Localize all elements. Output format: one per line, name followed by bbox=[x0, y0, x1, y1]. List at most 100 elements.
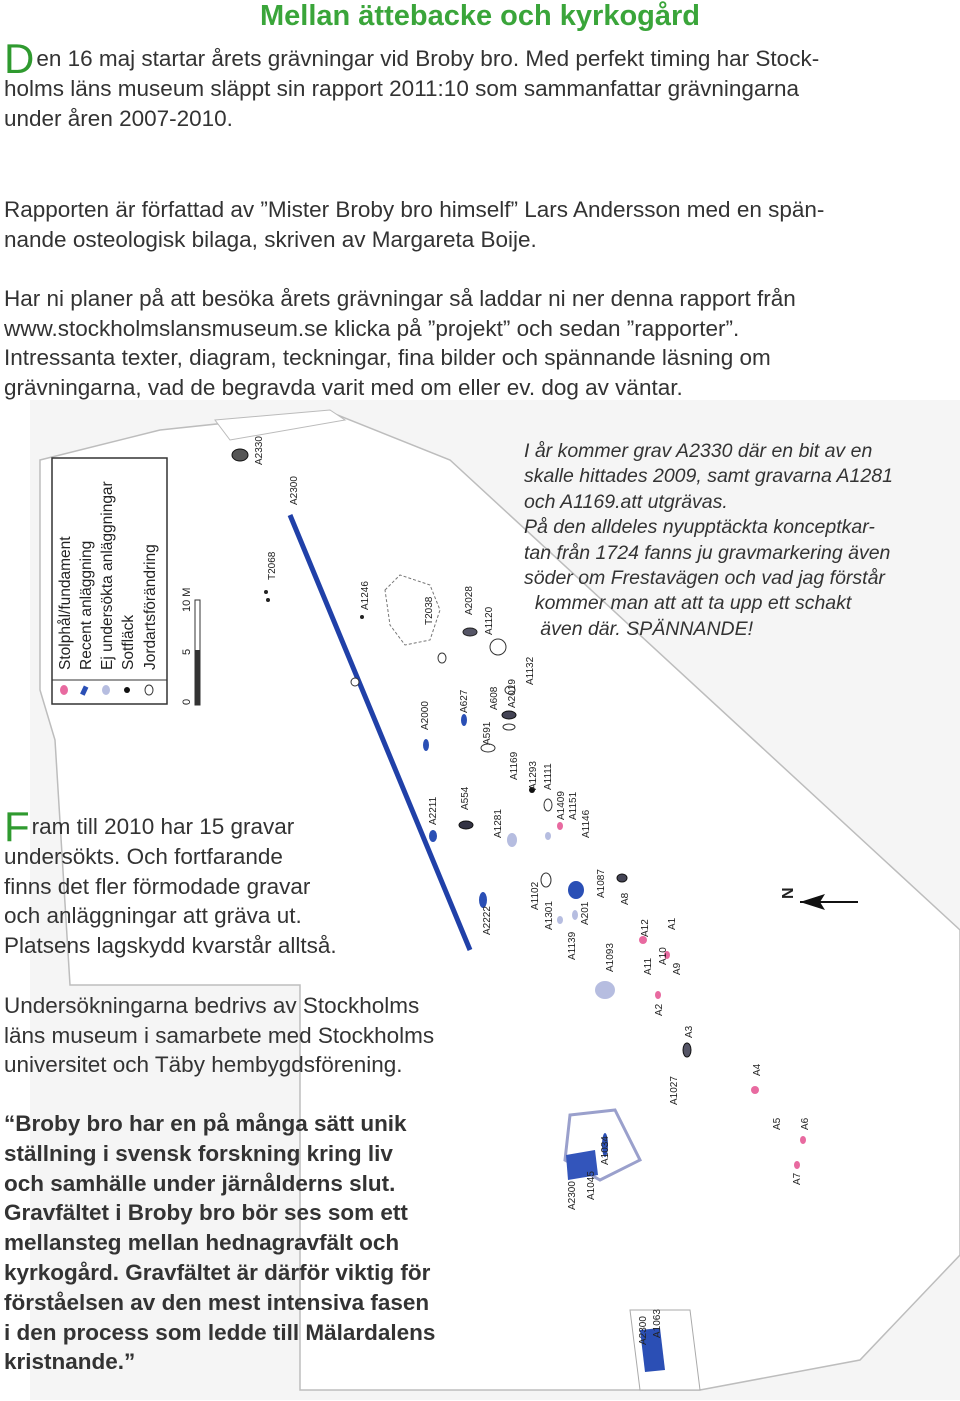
svg-text:A591: A591 bbox=[482, 721, 493, 745]
svg-text:A5: A5 bbox=[772, 1117, 783, 1130]
legend-recent: Recent anläggning bbox=[78, 541, 95, 670]
quote-line: “Broby bro har en på många sätt unik bbox=[4, 1111, 407, 1136]
svg-text:A7: A7 bbox=[792, 1172, 803, 1185]
svg-text:A12: A12 bbox=[640, 919, 651, 937]
svg-text:T2068: T2068 bbox=[267, 551, 278, 580]
legend-swatch-blue bbox=[80, 685, 89, 696]
note-line: söder om Frestavägen och vad jag förstår bbox=[524, 567, 885, 590]
excavation-area bbox=[39, 411, 960, 1391]
svg-text:A1120: A1120 bbox=[484, 606, 495, 635]
svg-text:A1151: A1151 bbox=[568, 791, 579, 820]
svg-text:10 M: 10 M bbox=[181, 588, 193, 612]
svg-text:A1409: A1409 bbox=[556, 791, 567, 820]
excavation-note: I år kommer grav A2330 där en bit av en … bbox=[524, 439, 960, 642]
map-legend: Stolphål/fundament Recent anläggning Ej … bbox=[51, 457, 168, 705]
fram-dropcap: F bbox=[4, 803, 30, 850]
note-line: och A1169.att utgrävas. bbox=[524, 490, 728, 513]
visit-paragraph: Har ni planer på att besöka årets grävni… bbox=[4, 284, 954, 402]
note-line: I år kommer grav A2330 där en bit av en bbox=[524, 440, 873, 462]
svg-text:T2038: T2038 bbox=[424, 596, 435, 625]
svg-text:A1139: A1139 bbox=[567, 931, 578, 960]
svg-text:A8: A8 bbox=[620, 892, 631, 905]
legend-swatch-outline bbox=[144, 684, 154, 696]
svg-text:A9: A9 bbox=[672, 962, 683, 975]
visit-line: Har ni planer på att besöka årets grävni… bbox=[4, 286, 796, 311]
quote-line: ställning i svensk forskning kring liv bbox=[4, 1140, 393, 1166]
quote-line: kyrkogård. Gravfältet är därför viktig f… bbox=[4, 1259, 431, 1285]
svg-text:A3: A3 bbox=[684, 1025, 695, 1038]
svg-text:A1293: A1293 bbox=[528, 761, 539, 790]
partners-line: universitet och Täby hembygdsförening. bbox=[4, 1052, 403, 1078]
svg-text:A10: A10 bbox=[658, 947, 669, 965]
legend-jordart: Jordartsförändring bbox=[142, 544, 159, 670]
report-paragraph: Rapporten är författad av ”Mister Broby … bbox=[4, 195, 954, 254]
fram-line: Platsens lagskydd kvarstår alltså. bbox=[4, 932, 337, 958]
svg-text:A1132: A1132 bbox=[525, 656, 536, 685]
legend-swatch-lavender bbox=[102, 685, 110, 695]
svg-text:A2300: A2300 bbox=[638, 1316, 649, 1345]
fram-line: och anläggningar att gräva ut. bbox=[4, 903, 302, 929]
svg-text:A2222: A2222 bbox=[482, 906, 493, 935]
svg-text:A1246: A1246 bbox=[360, 581, 371, 610]
svg-text:A1027: A1027 bbox=[669, 1076, 680, 1105]
quote-line: och samhälle under järnålderns slut. bbox=[4, 1170, 396, 1196]
svg-text:A1281: A1281 bbox=[493, 809, 504, 838]
feature-labels: A2330 A2300 T2068 A1246 T2038 A2028 A112… bbox=[254, 436, 811, 1345]
report-line: nande osteologisk bilaga, skriven av Mar… bbox=[4, 226, 537, 252]
note-line: tan från 1724 fanns ju gravmarkering äve… bbox=[524, 541, 891, 564]
intro-dropcap: D bbox=[4, 35, 35, 82]
intro-line: under åren 2007-2010. bbox=[4, 105, 233, 131]
fram-line: undersökts. Och fortfarande bbox=[4, 844, 283, 869]
intro-line: en 16 maj startar årets grävningar vid B… bbox=[36, 46, 820, 71]
legend-stolphal: Stolphål/fundament bbox=[57, 536, 74, 670]
svg-text:A2330: A2330 bbox=[254, 436, 265, 465]
svg-text:A1087: A1087 bbox=[596, 869, 607, 898]
partners-paragraph: Undersökningarna bedrivs av Stockholms l… bbox=[4, 991, 504, 1080]
svg-text:A1169: A1169 bbox=[509, 751, 520, 780]
svg-text:A627: A627 bbox=[459, 689, 470, 713]
partners-line: Undersökningarna bedrivs av Stockholms bbox=[4, 993, 420, 1018]
note-line: På den alldeles nyupptäckta konceptkar- bbox=[524, 516, 875, 539]
svg-text:A2: A2 bbox=[654, 1003, 665, 1016]
svg-text:A1111: A1111 bbox=[543, 763, 554, 790]
north-arrow-icon: N bbox=[780, 887, 858, 910]
svg-text:A1045: A1045 bbox=[586, 1171, 597, 1200]
svg-text:A1301: A1301 bbox=[544, 901, 555, 930]
svg-text:A6: A6 bbox=[800, 1117, 811, 1130]
features bbox=[231, 448, 806, 1169]
report-line: Rapporten är författad av ”Mister Broby … bbox=[4, 197, 825, 222]
svg-text:A1: A1 bbox=[667, 917, 678, 930]
note-line: även där. SPÄNNANDE! bbox=[524, 617, 754, 640]
legend-swatch-black bbox=[124, 687, 130, 693]
visit-line: www.stockholmslansmuseum.se klicka på ”p… bbox=[4, 315, 740, 341]
quote-line: i den process som ledde till Mälardalens bbox=[4, 1319, 436, 1345]
svg-text:N: N bbox=[780, 887, 797, 899]
fram-line: ram till 2010 har 15 gravar bbox=[31, 814, 295, 839]
note-line: kommer man att att ta upp ett schakt bbox=[524, 592, 852, 615]
scale-bar: 0 5 10 M bbox=[181, 588, 201, 706]
quote-line: mellansteg mellan hednagravfält och bbox=[4, 1230, 400, 1256]
note-line: skalle hittades 2009, samt gravarna A128… bbox=[524, 465, 893, 488]
svg-text:A2211: A2211 bbox=[428, 796, 439, 825]
quote-line: förståelsen av den mest intensiva fasen bbox=[4, 1289, 430, 1315]
svg-text:A11: A11 bbox=[643, 958, 654, 975]
partners-line: läns museum i samarbete med Stockholms bbox=[4, 1022, 435, 1048]
legend-sotflack: Sotfläck bbox=[120, 615, 137, 670]
trench-line bbox=[287, 514, 473, 951]
quote-line: kristnande.” bbox=[4, 1349, 136, 1375]
svg-text:A2000: A2000 bbox=[420, 701, 431, 730]
visit-line: Intressanta texter, diagram, teckningar,… bbox=[4, 345, 771, 371]
svg-text:0: 0 bbox=[181, 699, 193, 705]
legend-swatch-pink bbox=[60, 685, 68, 695]
excavation-site-plan: Stolphål/fundament Recent anläggning Ej … bbox=[30, 400, 960, 1400]
svg-text:A1034: A1034 bbox=[600, 1136, 611, 1165]
intro-line: holms läns museum släppt sin rapport 201… bbox=[4, 76, 799, 101]
page-title: Mellan ättebacke och kyrkogård bbox=[260, 0, 700, 32]
svg-text:A2019: A2019 bbox=[507, 679, 518, 708]
quote-line: Gravfältet i Broby bro bör ses som ett bbox=[4, 1200, 408, 1226]
svg-text:A2300: A2300 bbox=[289, 476, 300, 505]
fram-line: finns det fler förmodade gravar bbox=[4, 873, 311, 899]
svg-text:A608: A608 bbox=[489, 686, 500, 710]
svg-text:A1102: A1102 bbox=[530, 881, 541, 910]
